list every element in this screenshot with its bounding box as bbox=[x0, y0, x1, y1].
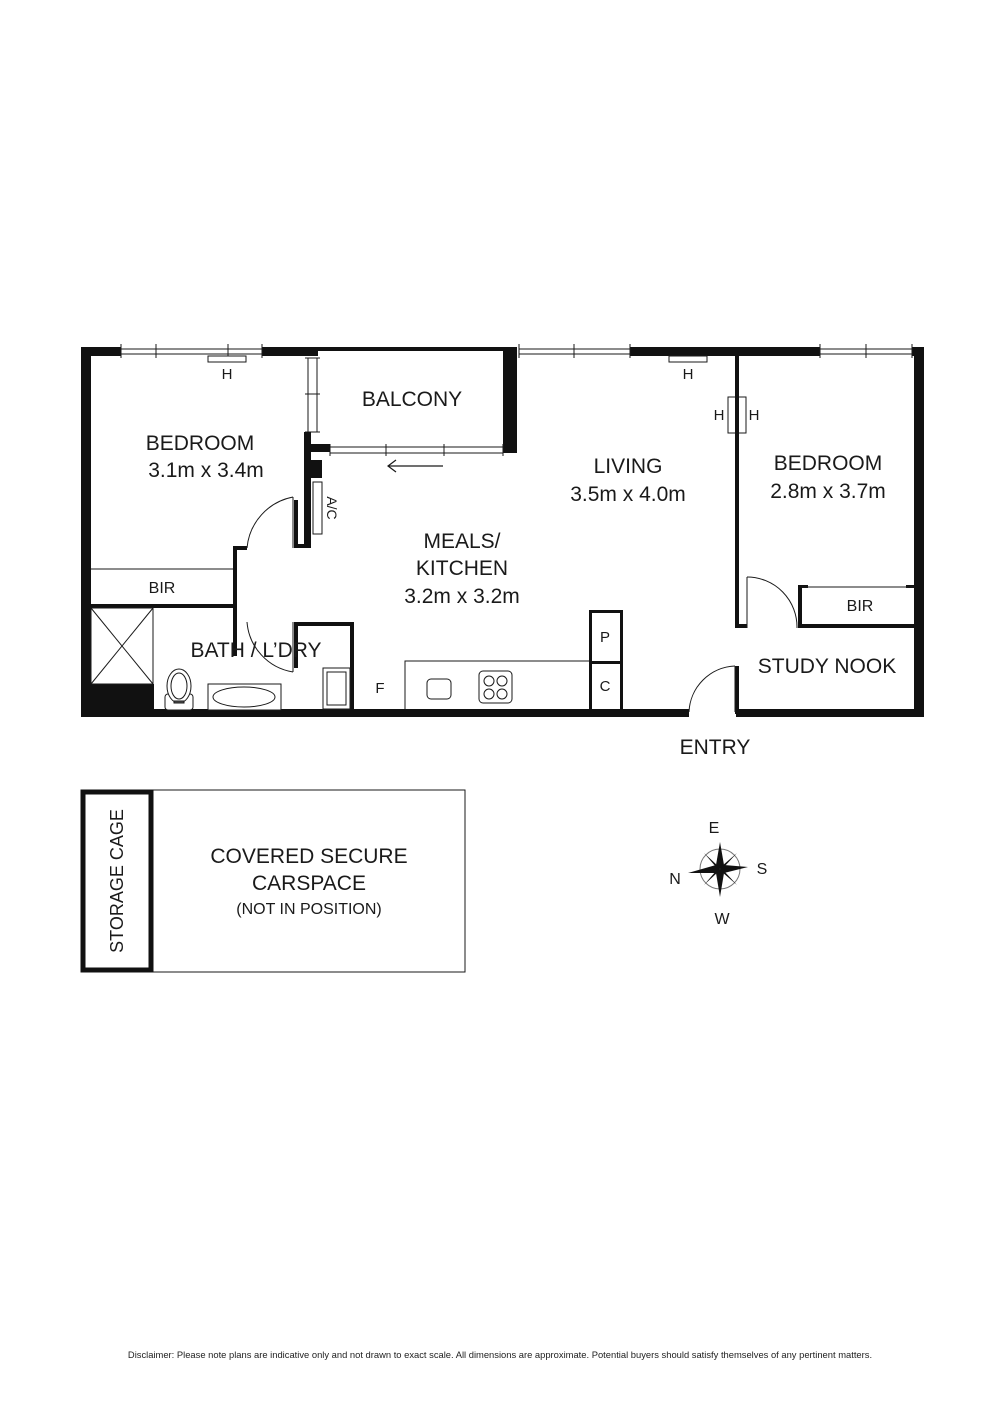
washing-machine-icon bbox=[322, 667, 351, 710]
bedroom2-label: BEDROOM bbox=[774, 452, 883, 475]
cupboard-label: C bbox=[600, 678, 611, 695]
compass-west: W bbox=[714, 911, 730, 928]
carspace-label-line1: COVERED SECURE bbox=[210, 845, 407, 868]
living-label: LIVING bbox=[594, 455, 663, 478]
meals-kitchen-dims: 3.2m x 3.2m bbox=[404, 585, 520, 608]
fridge-label: F bbox=[375, 680, 384, 697]
exterior-walls bbox=[81, 347, 924, 717]
bath-laundry-label: BATH / L’DRY bbox=[190, 639, 321, 662]
sliding-door-arrow-icon bbox=[387, 459, 443, 473]
kitchen-label: KITCHEN bbox=[416, 557, 508, 580]
storage-cage-label: STORAGE CAGE bbox=[107, 809, 127, 953]
bir1-label: BIR bbox=[149, 580, 176, 597]
heater-label: H bbox=[714, 407, 725, 424]
living-dims: 3.5m x 4.0m bbox=[570, 483, 686, 506]
thin-lines bbox=[90, 481, 914, 709]
ac-label: A/C bbox=[324, 496, 340, 519]
carspace-plan: STORAGE CAGE COVERED SECURE CARSPACE (NO… bbox=[80, 789, 466, 973]
compass-rose-icon: E S W N bbox=[669, 820, 767, 928]
disclaimer-text: Disclaimer: Please note plans are indica… bbox=[127, 1349, 873, 1360]
bedroom1-dims: 3.1m x 3.4m bbox=[148, 459, 264, 482]
study-nook-label: STUDY NOOK bbox=[758, 655, 896, 678]
cooktop-icon bbox=[478, 670, 513, 704]
balcony-label: BALCONY bbox=[362, 388, 462, 411]
bir2-label: BIR bbox=[847, 598, 874, 615]
toilet-icon bbox=[164, 668, 194, 711]
carspace-label-line2: CARSPACE bbox=[252, 872, 366, 895]
carspace-note: (NOT IN POSITION) bbox=[236, 901, 381, 918]
compass-north: N bbox=[669, 871, 681, 888]
heater-label: H bbox=[749, 407, 760, 424]
compass-south: S bbox=[757, 861, 768, 878]
bedroom1-label: BEDROOM bbox=[146, 432, 255, 455]
heater-icon bbox=[207, 355, 747, 434]
vanity-icon bbox=[207, 683, 282, 711]
compass-east: E bbox=[709, 820, 720, 837]
heater-label: H bbox=[683, 366, 694, 383]
pantry-label: P bbox=[600, 629, 610, 646]
bedroom2-dims: 2.8m x 3.7m bbox=[770, 480, 886, 503]
entry-label: ENTRY bbox=[680, 736, 751, 759]
fixture-labels: H H H H A/C F P C bbox=[222, 366, 760, 697]
room-labels: BALCONY BEDROOM 3.1m x 3.4m LIVING 3.5m … bbox=[146, 388, 896, 759]
sink-icon bbox=[426, 678, 452, 700]
doors bbox=[246, 496, 798, 713]
heater-label: H bbox=[222, 366, 233, 383]
meals-label: MEALS/ bbox=[423, 530, 500, 553]
